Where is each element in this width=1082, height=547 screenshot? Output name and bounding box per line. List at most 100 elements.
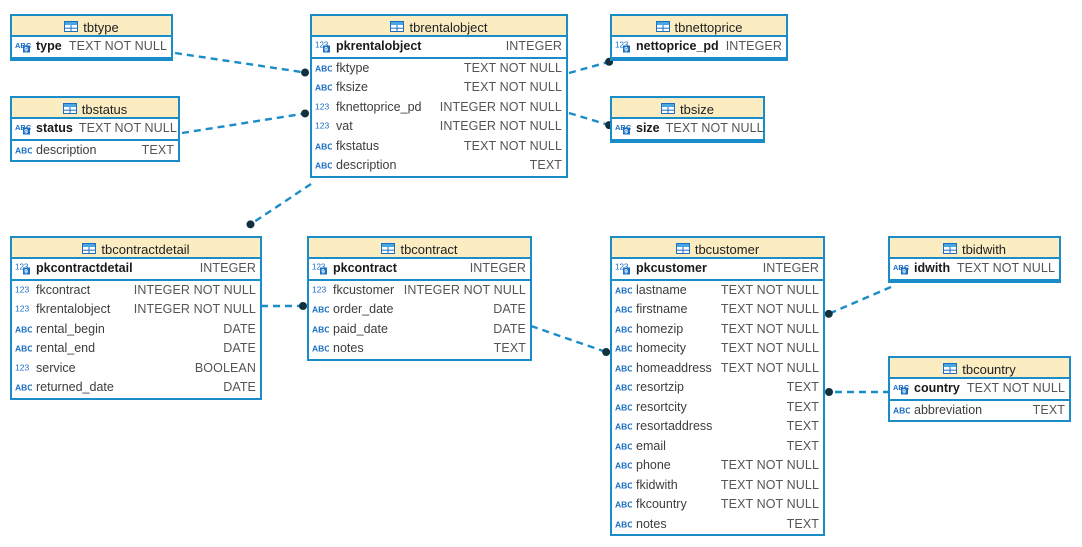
column-type: DATE xyxy=(493,302,526,316)
table-header-tbcontractdetail[interactable]: tbcontractdetail xyxy=(12,238,260,259)
column-name: country xyxy=(914,381,960,395)
column-row[interactable]: ABC9typeTEXT NOT NULL xyxy=(12,37,171,57)
column-name: fkcustomer xyxy=(333,282,395,297)
column-name: homecity xyxy=(636,341,687,355)
table-name: tbcustomer xyxy=(694,242,760,258)
table-header-tbsize[interactable]: tbsize xyxy=(612,98,763,119)
table-tbstatus[interactable]: tbstatusABC9statusTEXT NOT NULLABCdescri… xyxy=(10,96,180,162)
column-name: lastname xyxy=(636,282,687,297)
column-type: INTEGER NOT NULL xyxy=(439,119,562,133)
table-tbsize[interactable]: tbsizeABC9sizeTEXT NOT NULL xyxy=(610,96,765,143)
table-icon xyxy=(675,243,690,254)
column-name: notes xyxy=(636,516,667,531)
abc-icon: ABC xyxy=(615,284,632,297)
123-icon: 123 xyxy=(315,101,332,114)
column-type: TEXT NOT NULL xyxy=(956,261,1055,275)
column-type: TEXT xyxy=(786,399,819,414)
table-header-tbidwith[interactable]: tbidwith xyxy=(890,238,1059,259)
table-header-tbtype[interactable]: tbtype xyxy=(12,16,171,37)
column-type: DATE xyxy=(223,341,256,355)
table-header-tbrentalobject[interactable]: tbrentalobject xyxy=(312,16,566,37)
column-type: TEXT NOT NULL xyxy=(665,121,764,135)
abc-icon: ABC xyxy=(615,381,632,394)
column-row[interactable]: ABC9countryTEXT NOT NULL xyxy=(890,379,1069,399)
abc-icon: ABC xyxy=(893,404,910,417)
column-name: fkrentalobject xyxy=(36,302,111,316)
relationship-endpoint-dot xyxy=(825,388,833,396)
table-tbcountry[interactable]: tbcountryABC9countryTEXT NOT NULLABCabbr… xyxy=(888,356,1071,422)
table-name: tbidwith xyxy=(961,242,1007,258)
table-icon xyxy=(390,21,405,32)
table-tbtype[interactable]: tbtypeABC9typeTEXT NOT NULL xyxy=(10,14,173,61)
table-header-tbnettoprice[interactable]: tbnettoprice xyxy=(612,16,786,37)
column-type: INTEGER xyxy=(505,39,562,53)
column-name: rental_end xyxy=(36,341,96,355)
column-type: TEXT NOT NULL xyxy=(966,381,1065,395)
relationship-tbrentalobject-to-tbnettoprice xyxy=(568,57,614,75)
column-type: TEXT NOT NULL xyxy=(720,321,819,336)
column-row[interactable]: ABC9idwithTEXT NOT NULL xyxy=(890,259,1059,279)
column-row[interactable]: ABC9statusTEXT NOT NULL xyxy=(12,119,178,139)
table-header-tbcountry[interactable]: tbcountry xyxy=(890,358,1069,379)
svg-text:ABC: ABC xyxy=(615,422,632,432)
table-header-tbcontract[interactable]: tbcontract xyxy=(309,238,530,259)
column-type: TEXT NOT NULL xyxy=(720,458,819,472)
table-tbidwith[interactable]: tbidwithABC9idwithTEXT NOT NULL xyxy=(888,236,1061,283)
table-header-tbstatus[interactable]: tbstatus xyxy=(12,98,178,119)
table-icon xyxy=(62,103,77,114)
column-type: TEXT NOT NULL xyxy=(78,121,177,135)
column-name: type xyxy=(36,39,62,53)
column-name: status xyxy=(36,121,73,135)
column-name: pkcustomer xyxy=(636,261,707,275)
abc-icon: ABC xyxy=(315,81,332,94)
svg-text:123: 123 xyxy=(615,41,629,50)
table-header-tbcustomer[interactable]: tbcustomer xyxy=(612,238,823,259)
column-type: TEXT NOT NULL xyxy=(68,39,167,53)
column-row[interactable]: ABC9sizeTEXT NOT NULL xyxy=(612,119,764,139)
relationship-tbstatus-to-tbrentalobject xyxy=(181,109,310,135)
abc-icon: ABC xyxy=(15,381,32,394)
